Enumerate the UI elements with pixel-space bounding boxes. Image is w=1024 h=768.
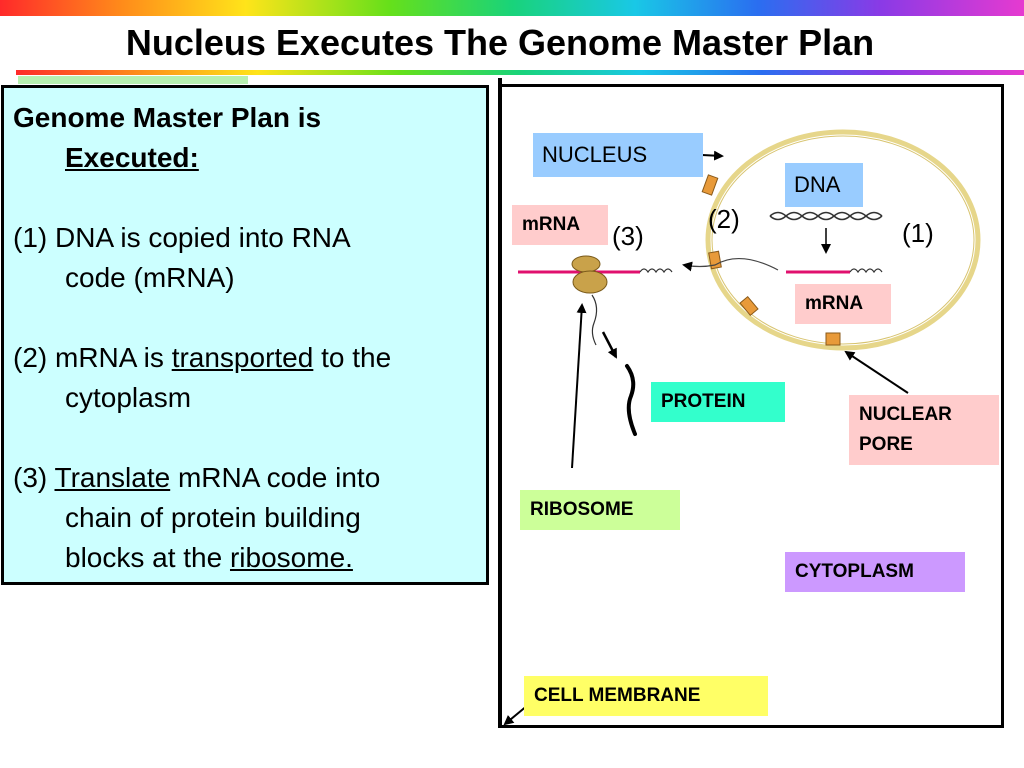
transport-arrow xyxy=(682,257,779,272)
step3-line2: chain of protein building xyxy=(65,502,361,533)
protein-chain xyxy=(625,364,637,436)
protein-arrow xyxy=(601,331,618,359)
nuclear-pore-2 xyxy=(708,250,722,270)
step1-line1: (1) DNA is copied into RNA xyxy=(13,222,351,253)
nuclear-pore-3 xyxy=(739,295,759,317)
label-protein: PROTEIN xyxy=(651,382,785,422)
transported-underlined: transported xyxy=(171,342,314,373)
step2-line1: (2) mRNA is transported to the xyxy=(13,338,480,378)
step3-line3-prefix: blocks at the xyxy=(65,542,230,573)
ribosome-pointer-arrow xyxy=(571,303,587,469)
label-mrna-cytoplasm: mRNA xyxy=(512,205,608,245)
nuclear-pore-4 xyxy=(825,332,841,346)
ribosome-underlined: ribosome. xyxy=(229,542,353,573)
panel-heading-line1: Genome Master Plan is xyxy=(13,102,322,133)
step3: (3) Translate mRNA code into chain of pr… xyxy=(13,458,480,578)
step3-line3: blocks at the ribosome. xyxy=(13,538,480,578)
nucleus-pointer-arrow xyxy=(701,150,724,161)
step3-prefix: (3) xyxy=(13,462,55,493)
protein-chain-nascent xyxy=(591,294,598,346)
step3-suffix: mRNA code into xyxy=(170,462,381,493)
label-nuclear-pore: NUCLEAR PORE xyxy=(849,395,999,465)
panel-heading: Genome Master Plan is Executed: xyxy=(13,98,480,178)
label-mrna-nucleus: mRNA xyxy=(795,284,891,324)
step-label-1: (1) xyxy=(902,218,934,248)
rainbow-top-band xyxy=(0,0,1024,16)
label-cytoplasm: CYTOPLASM xyxy=(785,552,965,592)
ribosome-large-subunit xyxy=(572,270,608,294)
step2-suffix: to the xyxy=(313,342,392,373)
step-label-2: (2) xyxy=(708,204,740,234)
translate-underlined: Translate xyxy=(54,462,171,493)
nuclear-envelope-inner xyxy=(711,135,975,345)
panel-heading-line2: Executed: xyxy=(13,138,480,178)
nuclear-pore-pointer-arrow xyxy=(844,350,909,394)
dna-helix xyxy=(769,211,883,221)
mrna-tail-cytoplasm xyxy=(639,268,673,274)
mint-accent-strip xyxy=(18,76,248,84)
step2: (2) mRNA is transported to the cytoplasm xyxy=(13,338,480,418)
rainbow-divider xyxy=(16,70,1024,75)
label-ribosome: RIBOSOME xyxy=(520,490,680,530)
nuclear-envelope xyxy=(705,129,981,351)
explanation-panel: Genome Master Plan is Executed: (1) DNA … xyxy=(1,85,489,585)
step2-line2: cytoplasm xyxy=(65,382,192,413)
executed-underlined: Executed: xyxy=(65,142,199,173)
label-nucleus: NUCLEUS xyxy=(533,133,703,177)
step2-prefix: (2) mRNA is xyxy=(13,342,172,373)
step3-line1: (3) Translate mRNA code into xyxy=(13,458,480,498)
mrna-tail-nucleus xyxy=(849,268,883,274)
label-cell-membrane: CELL MEMBRANE xyxy=(524,676,768,716)
label-dna: DNA xyxy=(785,163,863,207)
slide-title: Nucleus Executes The Genome Master Plan xyxy=(125,22,875,63)
step-label-3: (3) xyxy=(612,221,644,251)
step1-line2: code (mRNA) xyxy=(65,262,235,293)
ribosome-small-subunit xyxy=(571,255,601,273)
step1: (1) DNA is copied into RNA code (mRNA) xyxy=(13,218,480,298)
nuclear-pore-1 xyxy=(701,174,719,196)
diagram-left-border xyxy=(498,78,502,728)
